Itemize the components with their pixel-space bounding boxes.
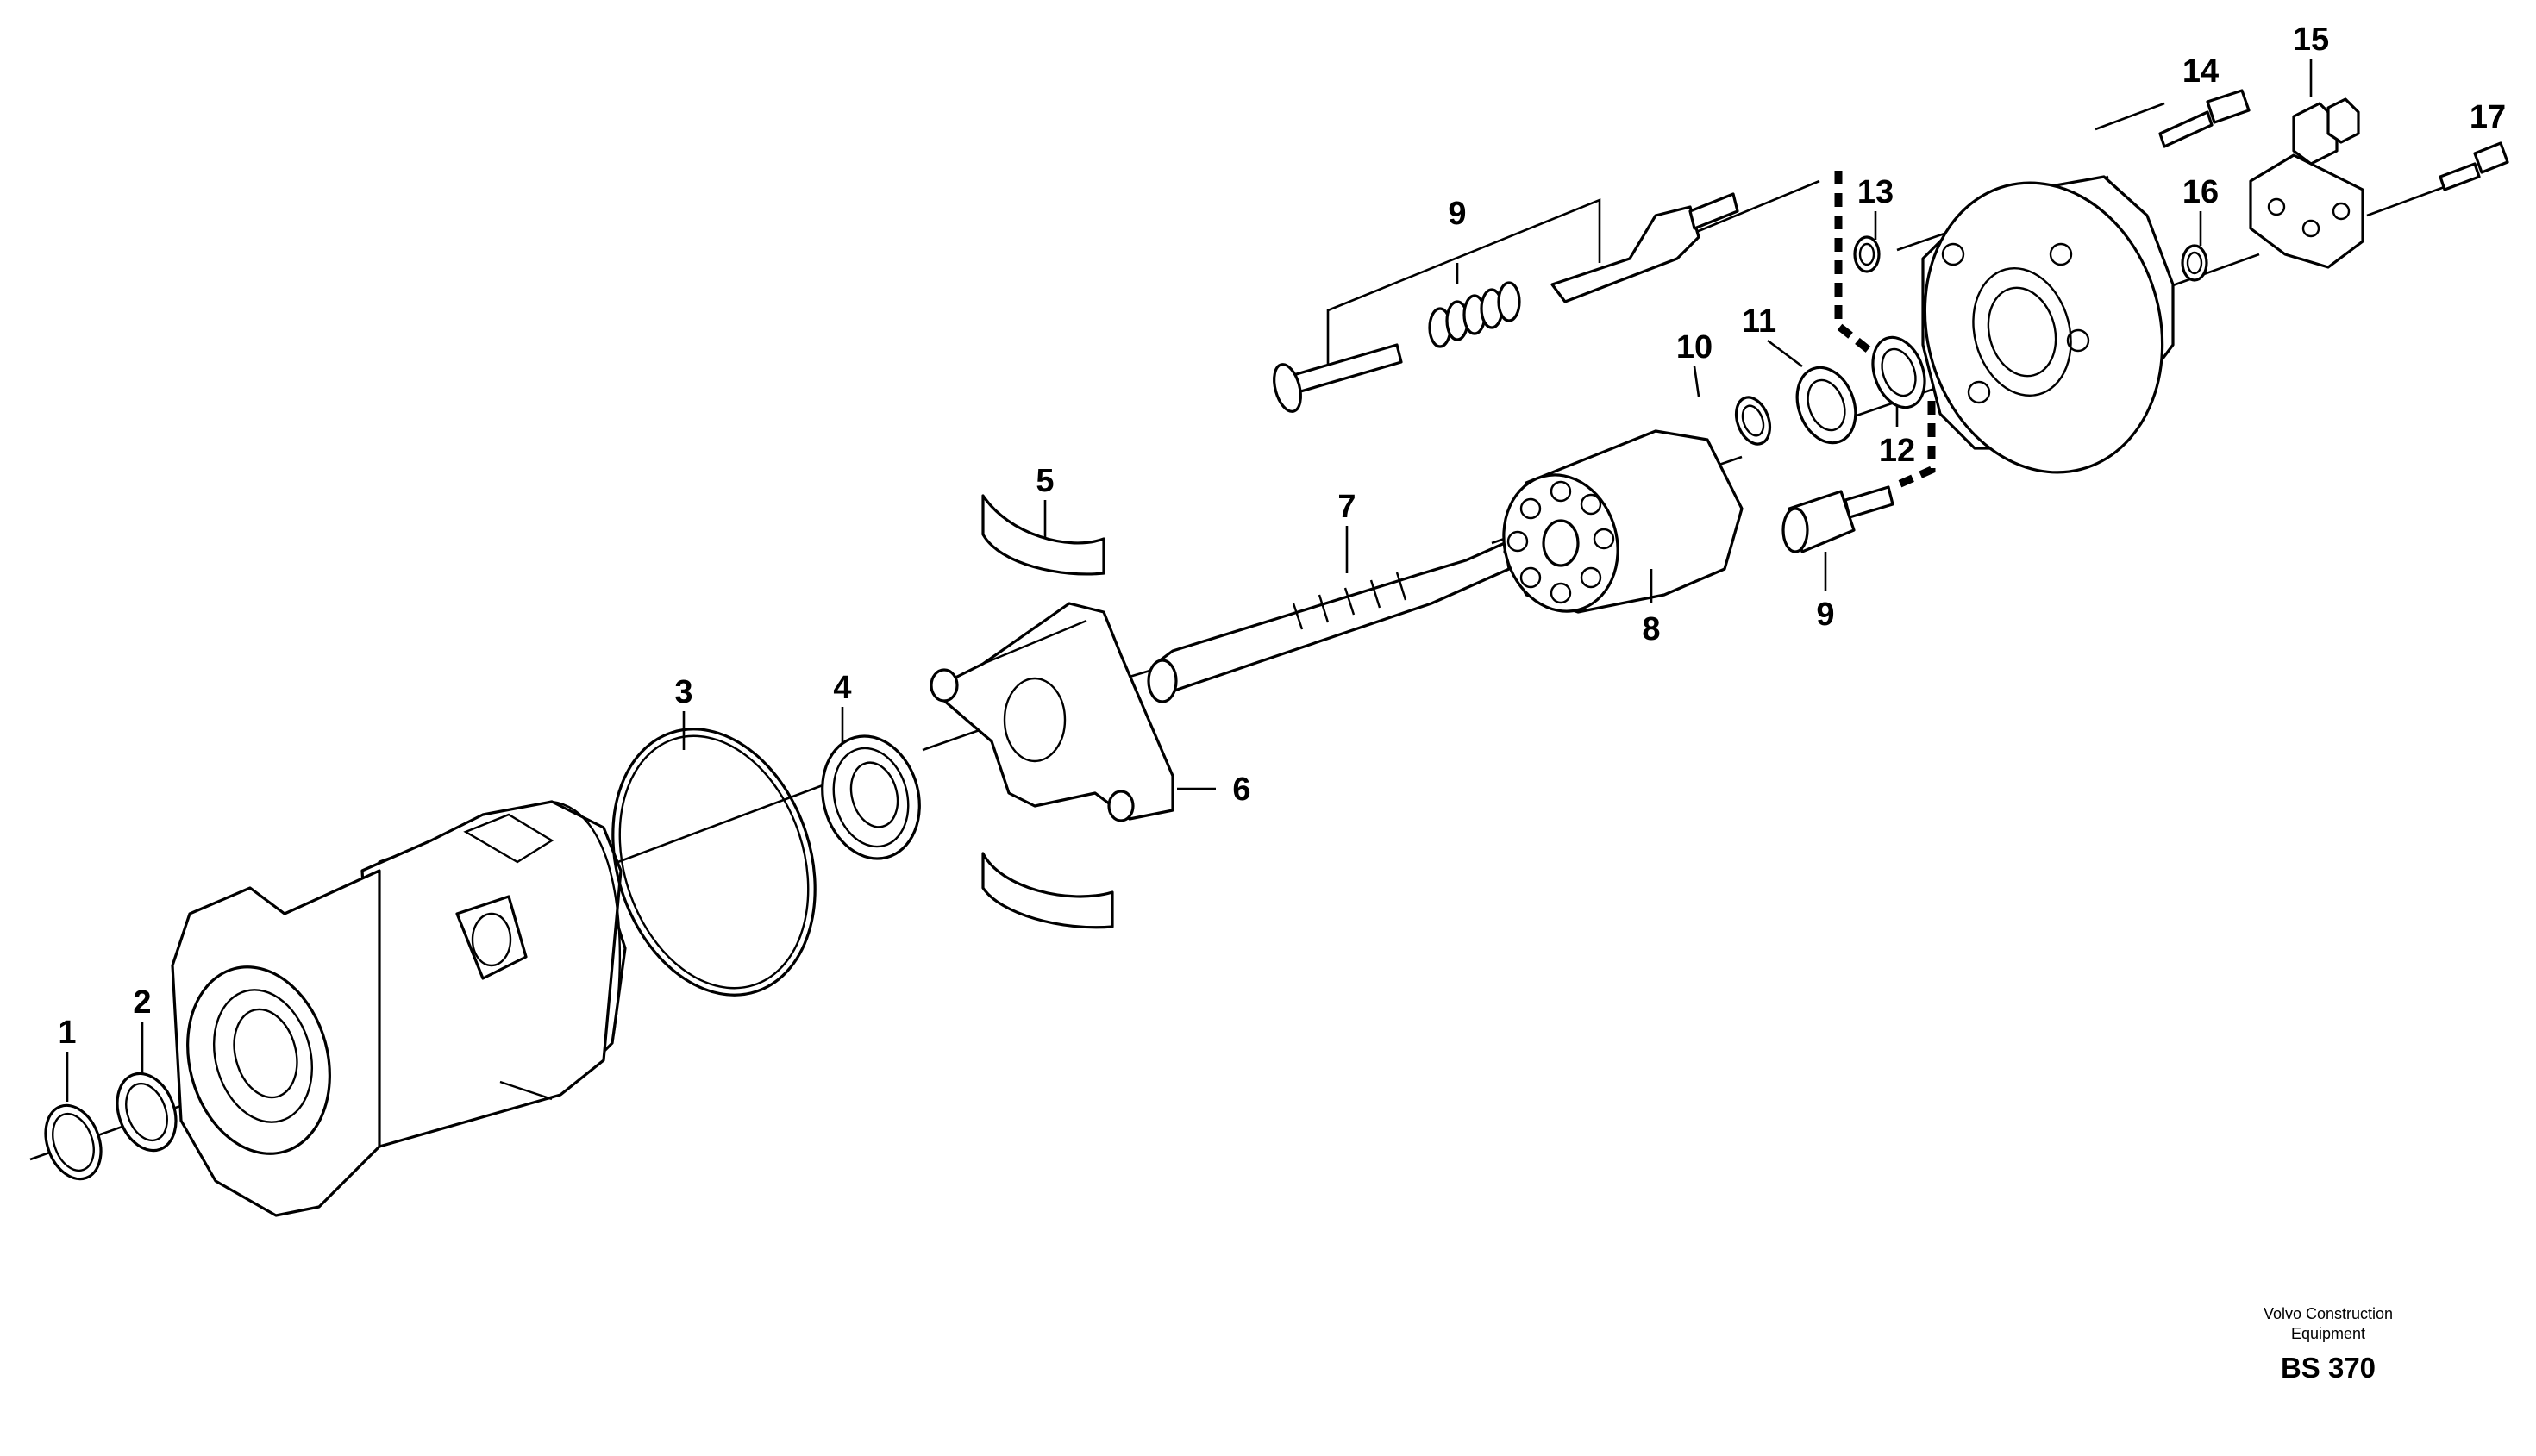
relief-valve-pin xyxy=(1273,343,1403,413)
callout-labels: 1 2 3 4 5 6 7 8 9 9 10 11 12 13 14 15 16… xyxy=(58,22,2506,1051)
footer-credit: Volvo Construction Equipment BS 370 xyxy=(2264,1305,2393,1384)
callout-4: 4 xyxy=(833,670,851,706)
company-name-line2: Equipment xyxy=(2291,1325,2365,1342)
shaft-seal xyxy=(1871,335,1926,409)
callout-13: 13 xyxy=(1857,174,1894,210)
o-ring-13 xyxy=(1853,235,1881,273)
control-plunger xyxy=(1781,485,1894,553)
end-cover xyxy=(1921,175,2175,474)
cylinder-block xyxy=(1502,429,1744,614)
callout-15: 15 xyxy=(2293,22,2329,58)
control-valve xyxy=(2249,97,2364,269)
needle-bearing xyxy=(1795,366,1857,445)
callout-5: 5 xyxy=(1036,463,1054,499)
callout-11: 11 xyxy=(1742,303,1776,340)
callout-7: 7 xyxy=(1337,489,1356,525)
callout-10: 10 xyxy=(1676,329,1713,366)
seal-ring xyxy=(1734,396,1772,446)
shim-ring xyxy=(116,1072,178,1153)
ball-bearing xyxy=(821,734,921,860)
bearing-shell-lower xyxy=(981,852,1114,929)
leader-lines xyxy=(66,59,2313,1102)
bearing-shell-upper xyxy=(981,494,1105,576)
o-ring xyxy=(611,728,817,997)
relief-valve-spring xyxy=(1428,281,1521,348)
callout-1: 1 xyxy=(58,1015,76,1051)
callout-9-lower: 9 xyxy=(1816,597,1834,633)
callout-9-upper: 9 xyxy=(1448,196,1466,232)
swash-plate-yoke xyxy=(930,602,1174,822)
retaining-ring xyxy=(44,1103,103,1181)
pump-housing xyxy=(171,800,627,1217)
callout-12: 12 xyxy=(1879,433,1915,469)
callout-8: 8 xyxy=(1642,611,1660,647)
relief-valve-plug xyxy=(1550,192,1739,303)
o-ring-16 xyxy=(2181,244,2208,282)
screw-14 xyxy=(2158,89,2251,148)
callout-2: 2 xyxy=(133,984,151,1021)
callout-3: 3 xyxy=(674,674,692,710)
relief-valve-bracket xyxy=(1326,171,1936,491)
drawing-code: BS 370 xyxy=(2281,1352,2376,1384)
callout-17: 17 xyxy=(2470,99,2506,135)
callout-14: 14 xyxy=(2182,53,2219,90)
drive-shaft xyxy=(1147,541,1511,703)
company-name-line1: Volvo Construction xyxy=(2264,1305,2393,1322)
screw-17 xyxy=(2439,141,2509,191)
callout-16: 16 xyxy=(2182,174,2219,210)
callout-6: 6 xyxy=(1232,772,1250,808)
